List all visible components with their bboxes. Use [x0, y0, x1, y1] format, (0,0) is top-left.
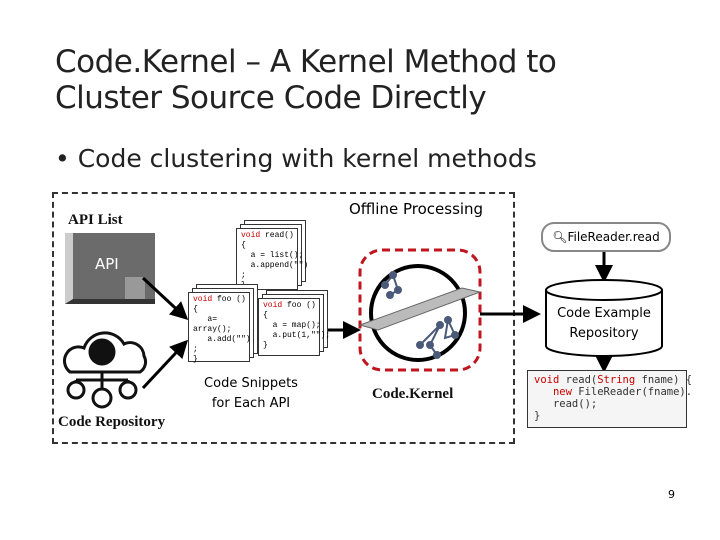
github-cloud-icon	[63, 331, 148, 409]
page-number: 9	[668, 488, 675, 501]
hyperplane	[358, 287, 482, 331]
snippet-card: void read() { a = list(); a.append("") ;…	[236, 228, 308, 290]
codekernel-label: Code.Kernel	[372, 386, 454, 402]
bullet-point: • Code clustering with kernel methods	[55, 144, 537, 173]
api-book-icon: API	[65, 233, 155, 304]
snippet-card: void foo () { a = map(); a.put(1,""); }	[258, 298, 330, 356]
search-icon: 🔍︎	[552, 230, 568, 244]
offline-processing-frame	[52, 192, 515, 444]
kernel-dashed-box	[358, 248, 482, 372]
search-query-box[interactable]: 🔍︎FileReader.read	[541, 222, 671, 252]
code-repository-label: Code Repository	[58, 414, 166, 430]
offline-processing-label: Offline Processing	[349, 200, 484, 218]
code-example-repository-cylinder	[545, 279, 663, 357]
example-code-block: void read(String fname) { new FileReader…	[527, 370, 692, 428]
api-list-label: API List	[68, 212, 123, 228]
snippet-card: void foo () { a= array(); a.add("") ; }	[188, 292, 251, 364]
